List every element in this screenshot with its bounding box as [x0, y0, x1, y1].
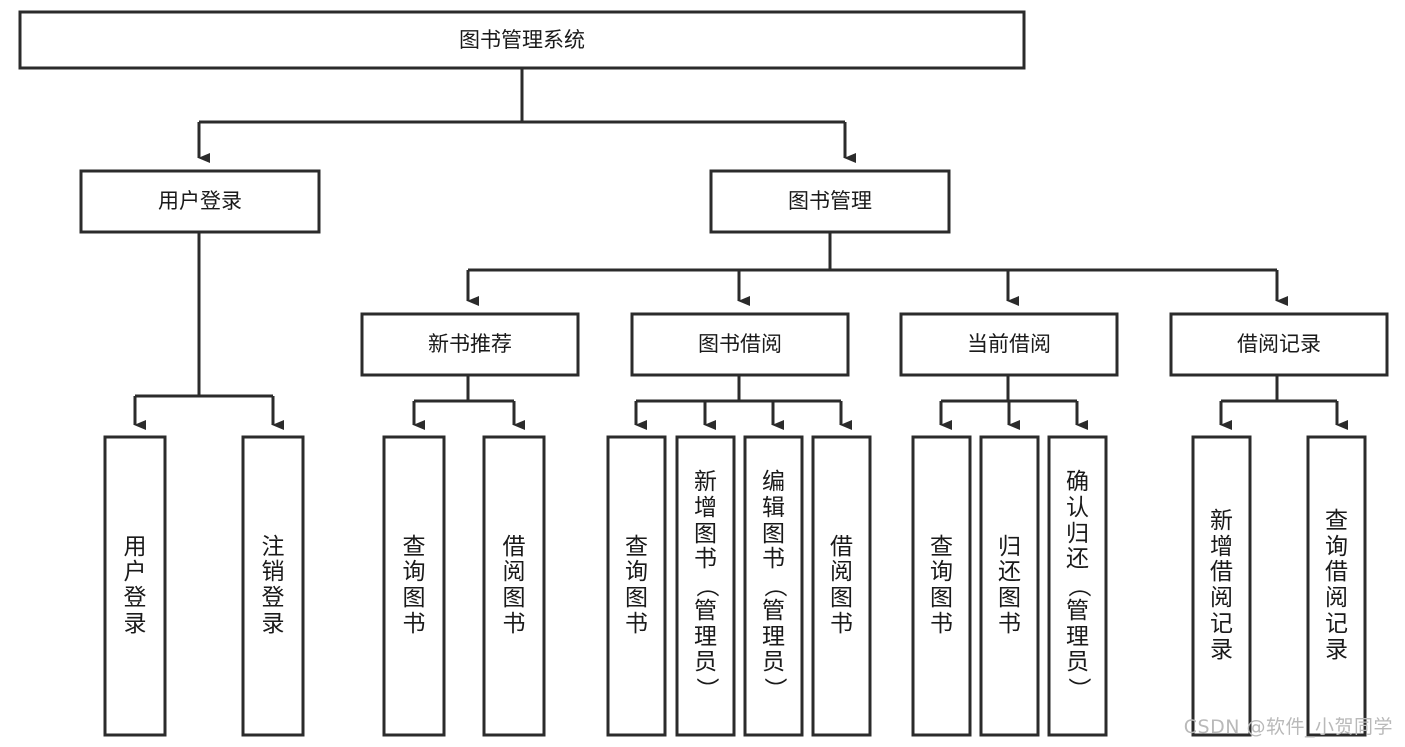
leaf-box-user-login-2[interactable] — [241, 435, 305, 737]
node-user-login-label: 用户登录 — [158, 189, 242, 213]
leaf-box-book-borrow-2[interactable] — [675, 435, 736, 737]
node-root-box[interactable] — [18, 10, 1026, 70]
leaf-box-new-book-1[interactable] — [382, 435, 446, 737]
node-new-book-recommend-box[interactable] — [360, 312, 580, 377]
leaf-box-book-borrow-1[interactable] — [606, 435, 667, 737]
node-borrow-record-box[interactable] — [1169, 312, 1389, 377]
leaf-box-book-borrow-3[interactable] — [743, 435, 804, 737]
connector-currentborrow-to-leaves — [939, 375, 1088, 430]
connector-newbook-to-leaves — [412, 375, 525, 430]
node-new-book-recommend-label: 新书推荐 — [428, 332, 512, 356]
connector-userlogin-to-leaves — [133, 232, 284, 430]
leaf-box-user-login-1[interactable] — [103, 435, 167, 737]
leaf-box-current-borrow-1[interactable] — [911, 435, 972, 737]
node-root-label: 图书管理系统 — [459, 28, 585, 52]
node-borrow-record-label: 借阅记录 — [1237, 332, 1321, 356]
node-current-borrow-label: 当前借阅 — [967, 332, 1051, 356]
leaf-box-new-book-2[interactable] — [482, 435, 546, 737]
connector-bookborrow-to-leaves — [634, 375, 852, 430]
node-book-management-box[interactable] — [709, 169, 951, 234]
connector-borrowrecord-to-leaves — [1219, 375, 1348, 430]
leaf-box-book-borrow-4[interactable] — [811, 435, 872, 737]
node-book-borrow-box[interactable] — [630, 312, 850, 377]
node-current-borrow-box[interactable] — [899, 312, 1119, 377]
leaf-box-borrow-record-1[interactable] — [1191, 435, 1252, 737]
connector-root-to-level2 — [197, 68, 856, 163]
leaf-box-borrow-record-2[interactable] — [1306, 435, 1367, 737]
node-book-borrow-label: 图书借阅 — [698, 332, 782, 356]
node-user-login-box[interactable] — [79, 169, 321, 234]
connector-bookmgmt-to-level3 — [466, 232, 1288, 306]
leaf-box-current-borrow-2[interactable] — [979, 435, 1040, 737]
node-book-management-label: 图书管理 — [788, 189, 872, 213]
leaf-box-current-borrow-3[interactable] — [1047, 435, 1108, 737]
